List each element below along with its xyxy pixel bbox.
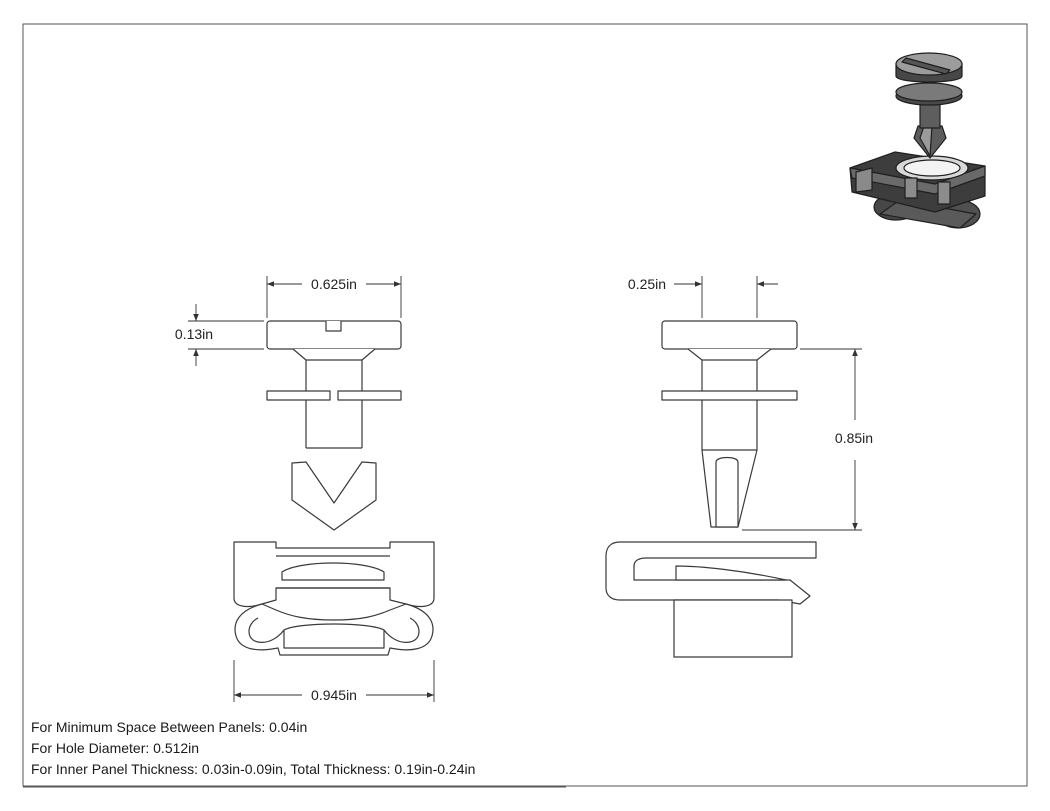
dim-clip-width: 0.945in <box>311 687 357 703</box>
front-head-slot <box>325 321 342 332</box>
dim-head-height: 0.13in <box>175 326 213 342</box>
side-clip-hook <box>605 541 817 605</box>
front-washer-right <box>337 390 402 401</box>
front-view <box>233 320 435 656</box>
front-arrow-tip <box>291 461 377 531</box>
spec-min-space: For Minimum Space Between Panels: 0.04in <box>31 719 308 735</box>
dim-head-width: 0.625in <box>311 276 357 292</box>
front-clip-dome <box>281 562 385 581</box>
spec-thickness: For Inner Panel Thickness: 0.03in-0.09in… <box>31 761 476 777</box>
front-washer-left <box>266 390 331 401</box>
side-barb <box>715 456 739 528</box>
sheet-border <box>22 23 1028 787</box>
side-clip-base <box>673 599 793 658</box>
side-head-taper <box>687 348 772 361</box>
iso-render <box>849 52 986 229</box>
side-clip-wedge <box>675 565 787 581</box>
dimension-lines <box>188 276 862 702</box>
side-view <box>605 320 817 658</box>
dim-shank-diameter: 0.25in <box>628 276 666 292</box>
spec-hole-diameter: For Hole Diameter: 0.512in <box>31 740 200 756</box>
side-head <box>661 320 798 350</box>
dim-length: 0.85in <box>835 430 873 446</box>
side-washer <box>661 390 798 401</box>
front-head-taper <box>292 348 376 361</box>
